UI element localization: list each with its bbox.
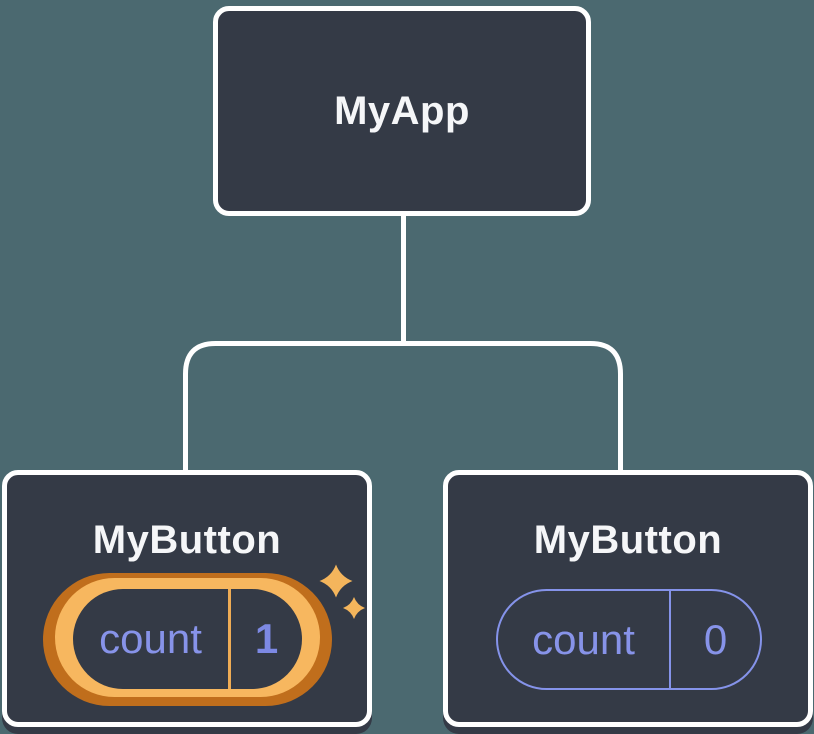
sparkle-large-icon <box>319 564 353 598</box>
state-name-label: count <box>532 615 635 663</box>
pill-divider <box>228 589 231 689</box>
root-node-label: MyApp <box>334 88 470 133</box>
root-node: MyApp <box>213 6 591 216</box>
state-value: 0 <box>703 615 728 663</box>
sparkle-small-icon <box>343 597 365 619</box>
connector-bracket <box>183 341 623 474</box>
pill-divider <box>669 591 671 688</box>
state-value-cell: 0 <box>671 591 760 688</box>
state-highlight-ring: count 1 <box>43 573 332 706</box>
child-node-left-label: MyButton <box>92 518 282 562</box>
state-name-label: count <box>99 615 202 662</box>
state-value-cell: 1 <box>231 589 302 689</box>
sparkles-group <box>319 564 365 619</box>
state-name-cell: count <box>498 591 669 688</box>
state-value: 1 <box>254 615 279 662</box>
state-name-cell: count <box>73 589 228 689</box>
child-node-right-label: MyButton <box>533 518 723 562</box>
state-pill-highlighted: count 1 <box>73 589 302 689</box>
child-node-right: MyButton count 0 <box>443 470 813 727</box>
child-node-left: MyButton count 1 <box>2 470 372 727</box>
state-pill-plain: count 0 <box>496 589 762 690</box>
